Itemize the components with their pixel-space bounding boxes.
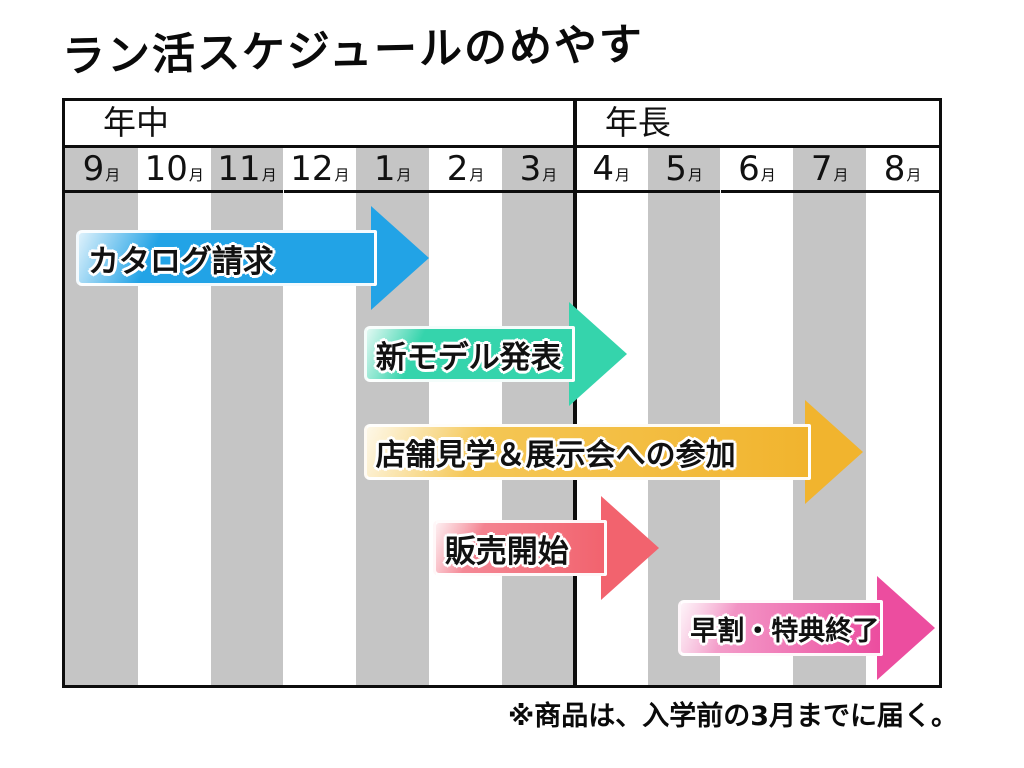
- footnote: ※商品は、入学前の3月までに届く。: [507, 701, 958, 732]
- month-number: 12: [290, 149, 334, 189]
- month-number: 6: [738, 149, 760, 189]
- month-number: 2: [446, 149, 469, 189]
- grade-section-nenchu: 年中: [65, 101, 575, 148]
- grade-divider-line: [572, 98, 577, 688]
- month-number: 10: [144, 149, 188, 189]
- month-unit: 月: [542, 166, 558, 184]
- month-unit: 月: [833, 166, 849, 184]
- month-number: 9: [82, 149, 105, 189]
- page-title: ラン活スケジュールのめやす: [61, 19, 645, 83]
- month-unit: 月: [105, 166, 121, 184]
- month-unit: 月: [906, 166, 922, 184]
- month-number: 5: [665, 149, 687, 189]
- month-unit: 月: [261, 166, 277, 184]
- month-unit: 月: [615, 166, 631, 184]
- month-unit: 月: [687, 166, 703, 184]
- month-unit: 月: [396, 166, 412, 184]
- month-number: 4: [592, 149, 615, 189]
- month-number: 1: [373, 149, 396, 189]
- month-unit: 月: [334, 166, 350, 184]
- month-number: 7: [810, 149, 833, 189]
- month-unit: 月: [760, 166, 776, 184]
- month-number: 3: [519, 149, 542, 189]
- grade-section-nencho: 年長: [574, 101, 939, 148]
- month-unit: 月: [469, 166, 485, 184]
- month-number: 8: [883, 149, 906, 189]
- month-unit: 月: [188, 166, 204, 184]
- month-number: 11: [217, 149, 261, 189]
